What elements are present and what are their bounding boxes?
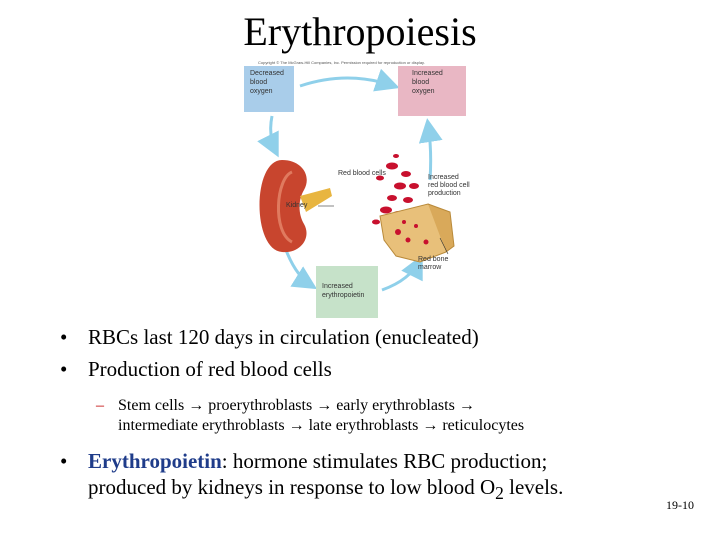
sub-bullet-dash: – — [96, 397, 104, 414]
red-bone-marrow-label: Red bone marrow — [418, 256, 449, 271]
cycle-arrow-left-bottom — [284, 249, 318, 290]
increased-blood-oxygen-box: Increased blood oxygen — [398, 66, 466, 116]
decreased-blood-oxygen-box: Decreased blood oxygen — [244, 66, 294, 112]
sub-bullet-item: – Stem cells → proerythroblasts → early … — [96, 397, 525, 434]
bullet-item: • RBCs last 120 days in circulation (enu… — [60, 325, 479, 349]
bone-marrow-illustration — [379, 203, 455, 263]
cycle-arrow-left-top — [257, 115, 279, 158]
kidney-illustration — [259, 160, 334, 253]
bullet-dot: • — [60, 449, 68, 473]
red-blood-cells-label: Red blood cells — [338, 170, 386, 177]
copyright-notice: Copyright © The McGraw-Hill Companies, I… — [258, 60, 425, 65]
bullet-dot: • — [60, 325, 68, 349]
slide-title: Erythropoiesis — [243, 9, 477, 54]
page-number: 19-10 — [666, 498, 694, 512]
erythropoietin-term: Erythropoietin — [88, 449, 222, 473]
cycle-arrow-right-top — [418, 118, 443, 181]
erythropoiesis-figure — [257, 68, 455, 292]
bullet-item: • Production of red blood cells — [60, 357, 332, 381]
bullet-dot: • — [60, 357, 68, 381]
cycle-arrow-top — [299, 68, 400, 92]
cycle-arrow-right-bottom — [381, 254, 423, 292]
bullet-list: • RBCs last 120 days in circulation (enu… — [56, 324, 676, 512]
kidney-label: Kidney — [286, 202, 308, 209]
increased-erythropoietin-box: Increased erythropoietin — [316, 266, 378, 318]
bullet-item: • Erythropoietin: hormone stimulates RBC… — [60, 449, 564, 504]
increased-rbc-production-label: Increased red blood cell production — [428, 174, 470, 197]
